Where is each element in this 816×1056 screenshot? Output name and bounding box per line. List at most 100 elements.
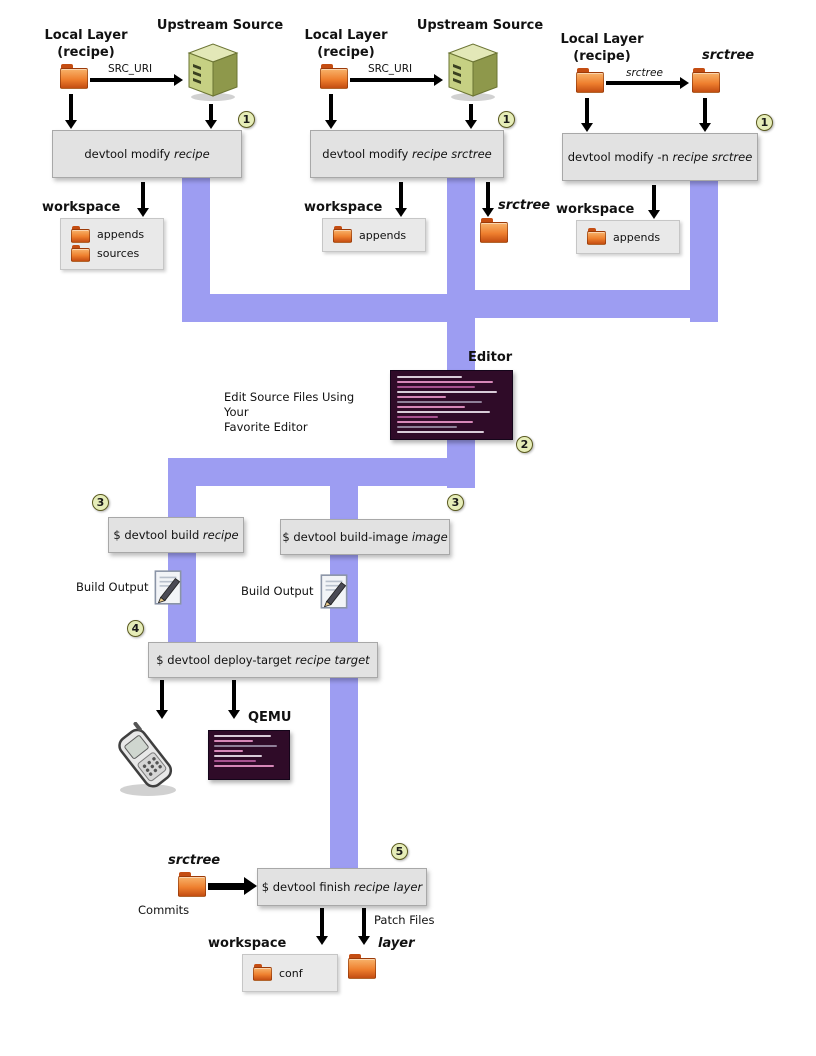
- devtool-build-text: $ devtool build recipe: [113, 528, 239, 542]
- devtool-build-box: $ devtool build recipe: [108, 517, 244, 553]
- qemu-label: QEMU: [248, 710, 292, 725]
- devtool-deploy-target-box: $ devtool deploy-target recipe target: [148, 642, 378, 678]
- workspace-label-2: workspace: [304, 200, 383, 215]
- arrow-folder-to-modify-1: [65, 94, 77, 129]
- srctree-folder-icon-2: [480, 218, 508, 243]
- arrow-folder-to-modify-2: [325, 94, 337, 129]
- conf-label: conf: [279, 966, 303, 980]
- build-output-icon-right: [320, 574, 348, 609]
- arrow-modify-to-workspace-1: [137, 182, 149, 217]
- server-icon-1: [187, 43, 239, 101]
- finish-srctree-folder-icon: [178, 872, 206, 897]
- devtool-finish-box: $ devtool finish recipe layer: [257, 868, 427, 906]
- arrow-deploy-to-qemu: [228, 680, 240, 719]
- arrow-folder-to-modify-3: [581, 98, 593, 132]
- devtool-deploy-target-text: $ devtool deploy-target recipe target: [156, 653, 370, 667]
- devtool-finish-text: $ devtool finish recipe layer: [261, 880, 423, 894]
- local-layer-folder-icon-3: [576, 68, 604, 93]
- arrow-server-to-modify-2: [465, 104, 477, 129]
- step-badge-4: 4: [127, 620, 144, 637]
- src-uri-label-1: SRC_URI: [108, 63, 153, 75]
- local-layer-label-1: Local Layer (recipe): [44, 28, 128, 60]
- local-layer-label-3: Local Layer (recipe): [560, 32, 644, 64]
- appends-folder-icon: [71, 225, 90, 243]
- arrow-modify-to-workspace-3: [648, 185, 660, 219]
- terminal-line: [214, 735, 272, 737]
- commits-arrow: [208, 877, 257, 895]
- sources-label: sources: [97, 247, 140, 260]
- srctree-arrow-3: [606, 77, 689, 89]
- srctree-output-label-2: srctree: [498, 198, 551, 213]
- terminal-line: [397, 401, 483, 403]
- appends-folder-icon: [587, 228, 606, 245]
- layer-folder-icon: [348, 954, 376, 979]
- local-layer-folder-icon-1: [60, 64, 88, 89]
- src-uri-arrow-2: [350, 74, 443, 86]
- devtool-modify-text-3: devtool modify -n recipe srctree: [567, 150, 753, 164]
- editor-terminal-image: [390, 370, 513, 440]
- build-output-label-right: Build Output: [241, 584, 314, 598]
- upstream-source-label-1: Upstream Source: [156, 18, 284, 33]
- terminal-line: [214, 745, 277, 747]
- build-output-icon-left: [154, 570, 182, 605]
- devtool-modify-text-2: devtool modify recipe srctree: [322, 147, 492, 161]
- arrow-modify-to-workspace-2: [395, 182, 407, 217]
- workspace-label-3: workspace: [556, 202, 635, 217]
- conf-folder-icon: [253, 964, 272, 981]
- terminal-line: [214, 765, 274, 767]
- arrow-srctree-to-modify-3: [699, 98, 711, 132]
- workspace-label-1: workspace: [42, 200, 121, 215]
- arrow-finish-to-layer: [358, 908, 370, 945]
- devtool-modify-box-3: devtool modify -n recipe srctree: [562, 133, 758, 181]
- editor-label: Editor: [468, 350, 513, 365]
- devtool-modify-box-2: devtool modify recipe srctree: [310, 130, 504, 178]
- srctree-folder-icon-3: [692, 68, 720, 93]
- arrow-finish-to-workspace: [316, 908, 328, 945]
- step-badge-5: 5: [391, 843, 408, 860]
- workspace-box-2: appends: [322, 218, 426, 252]
- workspace-box-3: appends: [576, 220, 680, 254]
- local-layer-folder-icon-2: [320, 64, 348, 89]
- terminal-line: [397, 406, 465, 408]
- step-badge-1a: 1: [238, 111, 255, 128]
- build-output-label-left: Build Output: [76, 580, 149, 594]
- editor-caption: Edit Source Files Using Your Favorite Ed…: [224, 390, 355, 434]
- qemu-terminal-image: [208, 730, 290, 780]
- arrow-modify-to-srctree-2: [482, 182, 494, 217]
- terminal-line: [214, 750, 244, 752]
- devtool-modify-box-1: devtool modify recipe: [52, 130, 242, 178]
- terminal-line: [397, 431, 485, 433]
- terminal-line: [397, 411, 490, 413]
- appends-label: appends: [359, 228, 407, 242]
- srctree-top-label-3: srctree: [702, 48, 755, 63]
- terminal-line: [397, 426, 457, 428]
- devtool-build-image-box: $ devtool build-image image: [280, 519, 450, 555]
- terminal-line: [397, 421, 474, 423]
- patch-files-label: Patch Files: [374, 913, 435, 927]
- workspace-row: conf: [253, 964, 327, 981]
- sources-folder-icon: [71, 244, 90, 262]
- finish-srctree-label: srctree: [168, 853, 221, 868]
- step-badge-3a: 3: [92, 494, 109, 511]
- step-badge-3b: 3: [447, 494, 464, 511]
- terminal-line: [214, 755, 262, 757]
- workspace-row: appends: [71, 225, 153, 243]
- src-uri-arrow-1: [90, 74, 183, 86]
- layer-label: layer: [378, 936, 415, 951]
- step-badge-1b: 1: [498, 111, 515, 128]
- devtool-build-image-text: $ devtool build-image image: [282, 530, 448, 544]
- finish-workspace-label: workspace: [208, 936, 287, 951]
- src-uri-label-2: SRC_URI: [368, 63, 413, 75]
- phone-device-icon: [118, 722, 176, 796]
- workspace-row: appends: [587, 228, 669, 245]
- local-layer-label-2: Local Layer (recipe): [304, 28, 388, 60]
- connector-flow1-horizontal: [182, 294, 475, 322]
- terminal-line: [397, 386, 476, 388]
- terminal-line: [397, 416, 439, 418]
- terminal-line: [397, 396, 447, 398]
- terminal-line: [214, 760, 256, 762]
- terminal-line: [397, 391, 498, 393]
- upstream-source-label-2: Upstream Source: [416, 18, 544, 33]
- terminal-line: [397, 381, 493, 383]
